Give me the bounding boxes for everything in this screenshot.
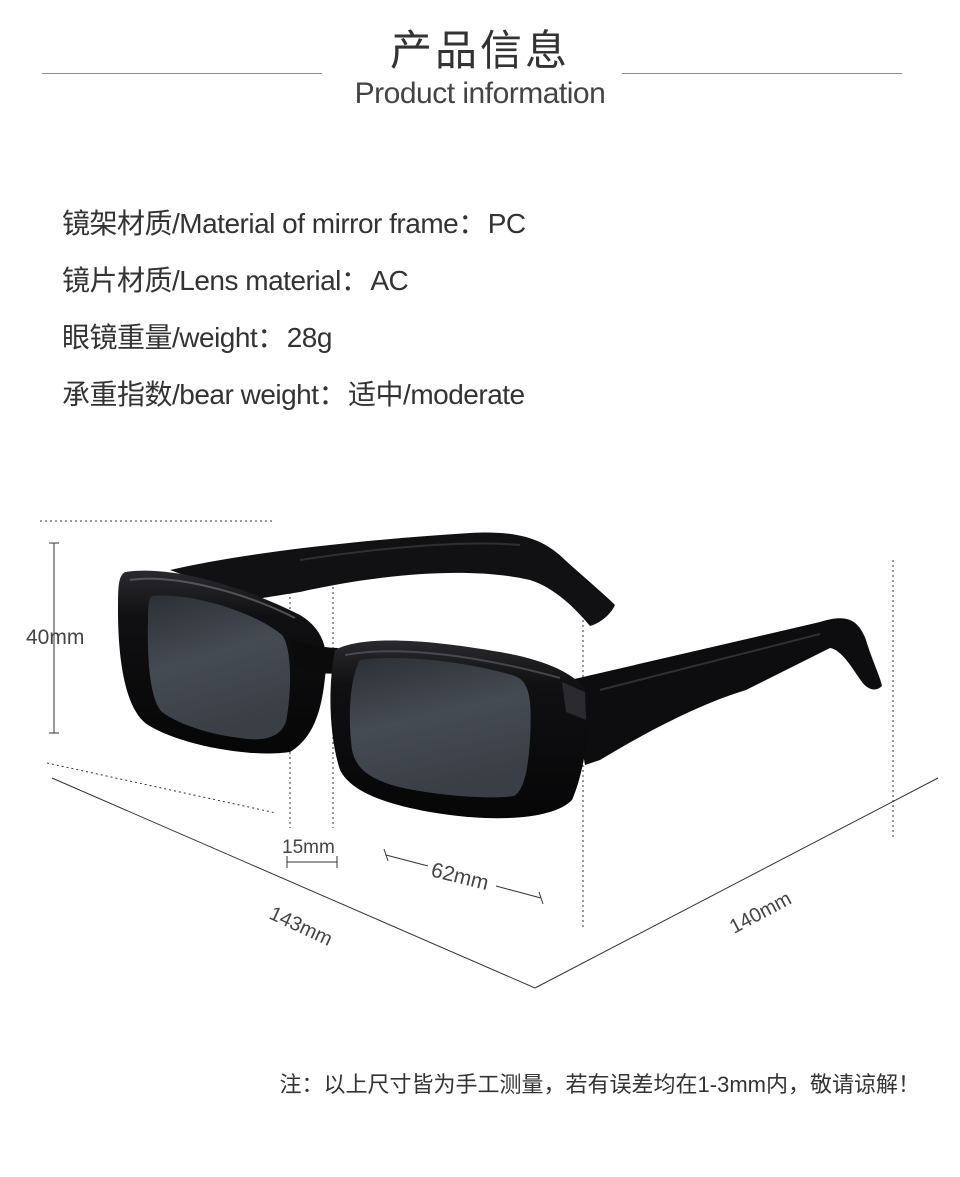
dimension-lines <box>49 542 939 989</box>
temple-arm-near <box>570 618 882 765</box>
dimension-height-label: 40mm <box>26 626 84 649</box>
page-title-en: Product information <box>354 77 606 110</box>
dimension-temple-length-label: 140mm <box>726 888 795 939</box>
lens-right <box>349 657 531 798</box>
measurement-note: 注：以上尺寸皆为手工测量，若有误差均在1-3mm内，敬请谅解！ <box>279 1072 920 1097</box>
spec-frame-material: 镜架材质/Material of mirror frame：PC <box>62 206 526 242</box>
header-rule-right <box>622 73 902 74</box>
lens-left <box>147 595 291 740</box>
sunglasses-dimension-diagram: 40mm 15mm 62mm 143mm 140mm <box>26 520 939 989</box>
frame-bridge <box>290 640 345 674</box>
header-rule-left <box>42 73 322 74</box>
temple-arm-far <box>170 532 615 626</box>
spec-value: PC <box>487 208 526 239</box>
spec-value: 28g <box>286 322 333 353</box>
spec-weight: 眼镜重量/weight：28g <box>62 320 332 356</box>
spec-value: 适中/moderate <box>348 379 525 410</box>
page-title-cn: 产品信息 <box>389 27 570 74</box>
spec-label: 承重指数/bear weight： <box>62 379 347 410</box>
dimension-total-width-label: 143mm <box>266 903 336 951</box>
spec-label: 镜架材质/Material of mirror frame： <box>62 208 486 239</box>
dimension-lens-width-label: 62mm <box>429 859 491 895</box>
spec-label: 眼镜重量/weight： <box>62 322 285 353</box>
dimension-guides <box>40 520 894 930</box>
sunglasses-illustration <box>118 532 882 819</box>
spec-value: AC <box>370 265 409 296</box>
spec-label: 镜片材质/Lens material： <box>62 265 369 296</box>
spec-bear-weight: 承重指数/bear weight：适中/moderate <box>62 377 525 413</box>
dimension-bridge-label: 15mm <box>282 837 335 858</box>
spec-lens-material: 镜片材质/Lens material：AC <box>62 263 409 299</box>
